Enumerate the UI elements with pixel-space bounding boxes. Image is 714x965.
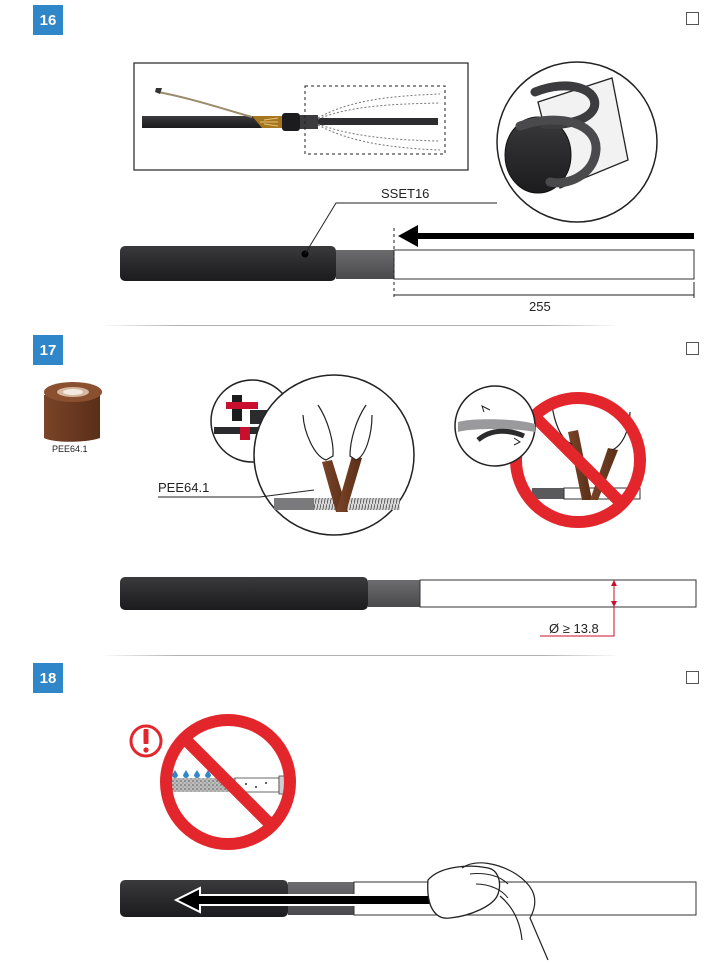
section-divider — [100, 325, 620, 326]
step-18-checkbox[interactable] — [686, 671, 699, 684]
dimension-255-label: 255 — [529, 299, 551, 314]
step-16-inset-box — [133, 62, 469, 171]
step-17-checkbox[interactable] — [686, 342, 699, 355]
step-16-detail-circle — [496, 61, 658, 223]
step-18-badge: 18 — [33, 663, 63, 693]
step-18-wrong-sample — [165, 770, 290, 795]
step-17-wrap-circle — [158, 374, 415, 536]
step-17-cable — [120, 577, 697, 637]
warning-icon — [129, 724, 163, 758]
step-16-checkbox[interactable] — [686, 12, 699, 25]
section-divider — [100, 655, 620, 656]
sset16-label: SSET16 — [381, 186, 430, 201]
step-17-tape-roll — [44, 382, 102, 442]
tape-wrap-label: PEE64.1 — [158, 480, 210, 495]
step-17-badge: 17 — [33, 335, 63, 365]
tape-roll-label: PEE64.1 — [52, 444, 88, 454]
step-16-badge: 16 — [33, 5, 63, 35]
step-16-cable — [120, 202, 695, 300]
prohibited-icon — [160, 714, 296, 850]
hand-icon — [427, 862, 549, 961]
diameter-label: Ø ≥ 13.8 — [549, 621, 599, 636]
step-17-roll-circle — [454, 385, 536, 467]
